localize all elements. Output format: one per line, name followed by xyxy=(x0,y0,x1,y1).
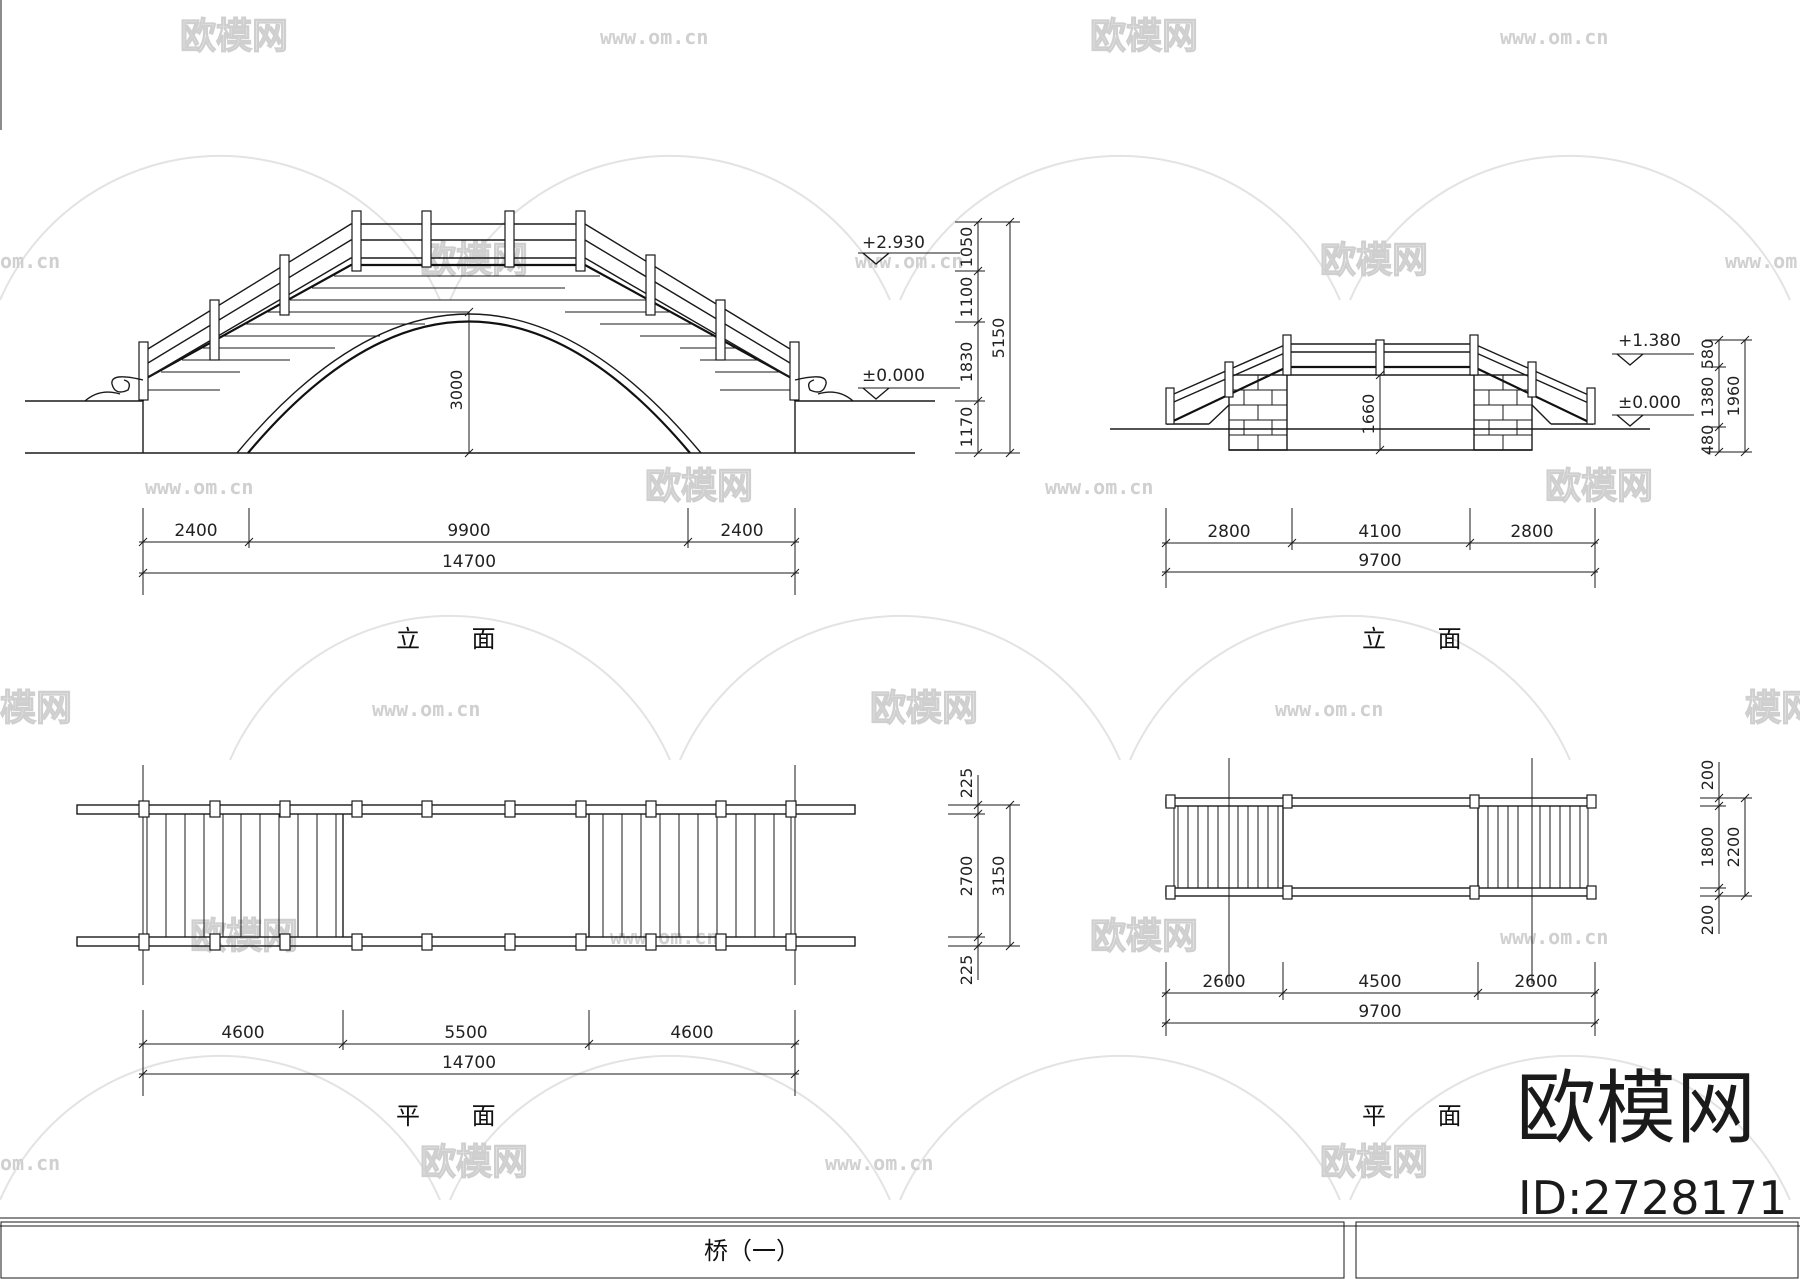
watermark-brand: 模网 xyxy=(0,688,72,729)
stair-treads-right xyxy=(1477,806,1589,888)
stair-treads-left xyxy=(146,814,344,937)
vertical-dimension: 1830 xyxy=(957,342,976,383)
watermark-url: www.om.cn xyxy=(1275,697,1383,721)
horizontal-dimension: 2600 xyxy=(1202,972,1245,992)
horizontal-dimension: 5500 xyxy=(444,1023,487,1043)
horizontal-dimension: 2400 xyxy=(174,521,217,541)
brick-pattern xyxy=(1229,375,1532,450)
arch-height-dimension: 3000 xyxy=(447,370,466,411)
vertical-dimension: 480 xyxy=(1698,425,1717,456)
vertical-dimension: 1100 xyxy=(957,277,976,318)
vertical-dimension: 225 xyxy=(957,955,976,986)
vertical-dimension: 1800 xyxy=(1698,827,1717,868)
stair-treads-left xyxy=(1177,806,1284,888)
base-level-mark: ±0.000 xyxy=(862,366,925,386)
watermark-layer: 欧模网 www.om.cn 欧模网 www.om.cn om.cn 欧模网 ww… xyxy=(0,15,1800,1201)
vertical-dimension: 200 xyxy=(1698,905,1717,936)
horizontal-dimension: 2400 xyxy=(720,521,763,541)
stair-treads-right xyxy=(588,814,792,937)
vertical-dimension: 580 xyxy=(1698,339,1717,370)
view-caption: 立 面 xyxy=(396,625,518,653)
brand-logo: 欧模网 ID:2728171 xyxy=(1516,1062,1787,1225)
vertical-dimension: 1170 xyxy=(957,407,976,448)
opening-height-dimension: 1660 xyxy=(1359,394,1378,435)
overall-width-dimension: 3150 xyxy=(989,856,1008,897)
overall-length-dimension: 14700 xyxy=(442,1053,496,1073)
left-plan-view: 225 2700 225 3150 4600 5500 4600 14700 平… xyxy=(76,765,1020,1130)
vertical-dimension: 200 xyxy=(1698,760,1717,791)
horizontal-dimension: 9900 xyxy=(447,521,490,541)
watermark-url: www.om.cn xyxy=(1500,25,1608,49)
vertical-dimension: 225 xyxy=(957,768,976,799)
watermark-brand: 欧模网 xyxy=(420,1142,528,1183)
watermark-brand: 欧模网 xyxy=(1090,16,1198,57)
vertical-dimension: 1380 xyxy=(1698,377,1717,418)
left-elevation-view: 3000 +2.930 ±0.000 1050 1100 1830 1170 5… xyxy=(25,210,1020,653)
watermark-brand: 欧模网 xyxy=(645,466,753,507)
watermark-url: www.om.cn xyxy=(1500,925,1608,949)
watermark-url: om.cn xyxy=(0,1151,60,1175)
watermark-url: www.om.cn xyxy=(600,25,708,49)
brand-logo-name: 欧模网 xyxy=(1516,1062,1756,1155)
base-level-mark: ±0.000 xyxy=(1618,393,1681,413)
watermark-url: www.om.cn xyxy=(1045,475,1153,499)
overall-height-dimension: 5150 xyxy=(989,318,1008,359)
horizontal-dimension: 4600 xyxy=(670,1023,713,1043)
brand-logo-id: ID:2728171 xyxy=(1518,1171,1787,1225)
view-caption: 平 面 xyxy=(396,1102,518,1130)
watermark-url: om.cn xyxy=(0,249,60,273)
horizontal-dimension: 4500 xyxy=(1358,972,1401,992)
watermark-url: www.om.cn xyxy=(1725,249,1800,273)
watermark-brand: 欧模网 xyxy=(1320,240,1428,281)
horizontal-dimension: 4100 xyxy=(1358,522,1401,542)
top-level-mark: +1.380 xyxy=(1618,331,1681,351)
watermark-brand: 模网 xyxy=(1745,688,1800,729)
watermark-brand: 欧模网 xyxy=(870,688,978,729)
watermark-url: www.om.cn xyxy=(145,475,253,499)
right-plan-view: 200 1800 200 2200 2600 4500 2600 9700 平 … xyxy=(1161,758,1752,1130)
overall-length-dimension: 9700 xyxy=(1358,1002,1401,1022)
view-caption: 立 面 xyxy=(1362,625,1484,653)
watermark-brand: 欧模网 xyxy=(1320,1142,1428,1183)
overall-height-dimension: 1960 xyxy=(1724,376,1743,417)
right-elevation-view: 1660 +1.380 ±0.000 580 1380 480 1960 xyxy=(1110,331,1752,653)
overall-length-dimension: 9700 xyxy=(1358,551,1401,571)
overall-width-dimension: 2200 xyxy=(1724,827,1743,868)
watermark-brand: 欧模网 xyxy=(1545,466,1653,507)
watermark-brand: 欧模网 xyxy=(180,16,288,57)
horizontal-dimension: 2600 xyxy=(1514,972,1557,992)
watermark-brand: 欧模网 xyxy=(1090,916,1198,957)
view-caption: 平 面 xyxy=(1362,1102,1484,1130)
drawing-title: 桥（一） xyxy=(704,1237,800,1265)
watermark-url: www.om.cn xyxy=(372,697,480,721)
top-level-mark: +2.930 xyxy=(862,233,925,253)
vertical-dimension: 1050 xyxy=(957,227,976,268)
watermark-url: www.om.cn xyxy=(825,1151,933,1175)
overall-length-dimension: 14700 xyxy=(442,552,496,572)
horizontal-dimension: 4600 xyxy=(221,1023,264,1043)
horizontal-dimension: 2800 xyxy=(1207,522,1250,542)
vertical-dimension: 2700 xyxy=(957,856,976,897)
watermark-arcs xyxy=(0,154,1791,1201)
horizontal-dimension: 2800 xyxy=(1510,522,1553,542)
